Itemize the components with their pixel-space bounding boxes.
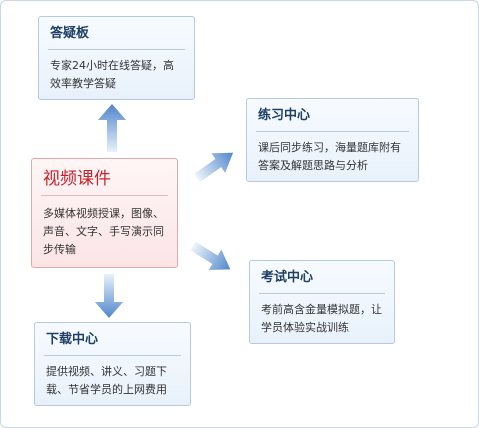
node-download-divider xyxy=(44,355,181,356)
node-exam: 考试中心 考前高含金量模拟题，让学员体验实战训练 xyxy=(249,260,395,344)
node-video-title: 视频课件 xyxy=(43,169,111,189)
node-download: 下载中心 提供视频、讲义、习题下载、节省学员的上网费用 xyxy=(34,322,191,406)
node-video-main: 视频课件 多媒体视频授课，图像、声音、文字、手写演示同步传输 xyxy=(31,158,178,268)
node-qa: 答疑板 专家24小时在线答疑，高效率教学答疑 xyxy=(38,16,195,100)
node-practice: 练习中心 课后同步练习，海量题库附有答案及解题思路与分析 xyxy=(246,98,419,182)
node-video-desc: 多媒体视频授课，图像、声音、文字、手写演示同步传输 xyxy=(43,207,164,256)
node-qa-desc: 专家24小时在线答疑，高效率教学答疑 xyxy=(50,59,174,90)
node-exam-desc: 考前高含金量模拟题，让学员体验实战训练 xyxy=(261,303,382,334)
node-qa-divider xyxy=(48,49,185,50)
node-practice-title: 练习中心 xyxy=(258,108,311,123)
node-exam-divider xyxy=(259,293,385,294)
node-practice-desc: 课后同步练习，海量题库附有答案及解题思路与分析 xyxy=(258,141,401,172)
node-video-divider xyxy=(41,195,168,196)
node-practice-divider xyxy=(256,131,409,132)
node-exam-title: 考试中心 xyxy=(261,270,314,285)
node-qa-title: 答疑板 xyxy=(50,26,90,41)
node-download-desc: 提供视频、讲义、习题下载、节省学员的上网费用 xyxy=(46,365,167,396)
node-download-title: 下载中心 xyxy=(46,332,99,347)
